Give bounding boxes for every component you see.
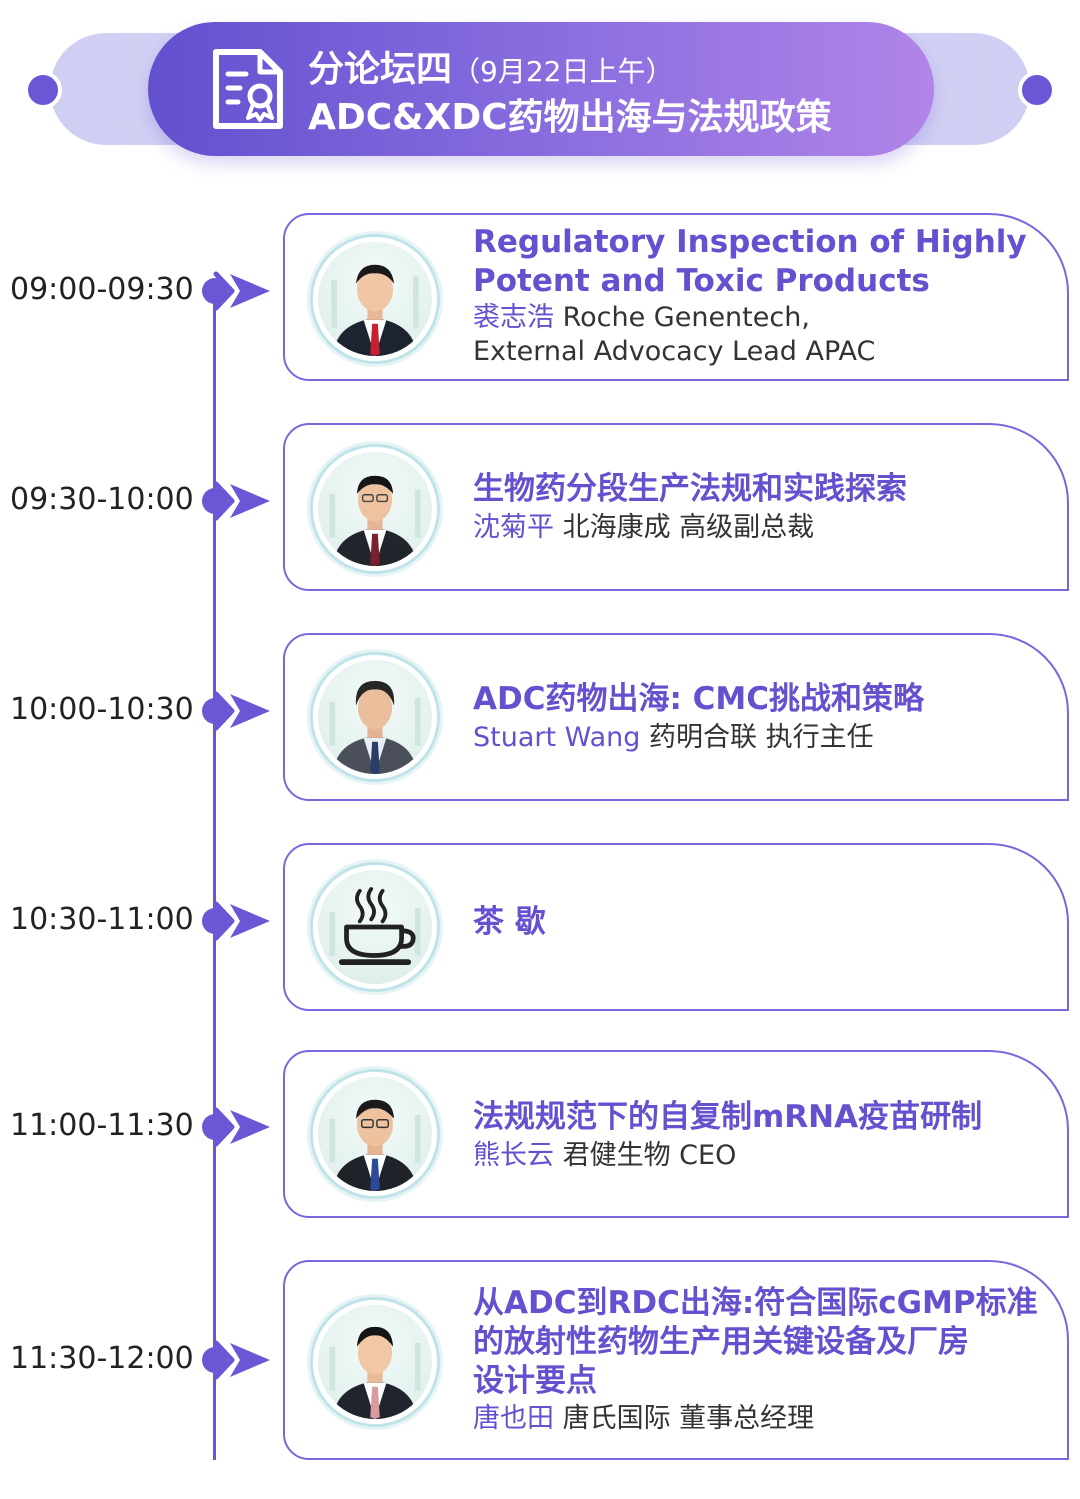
forum-title: 分论坛四（9月22日上午） bbox=[308, 48, 673, 94]
speaker-role: External Advocacy Lead APAC bbox=[473, 336, 876, 367]
coffee-cup-icon bbox=[329, 887, 421, 965]
chevron-arrow-icon bbox=[213, 901, 270, 941]
speaker-photo bbox=[331, 264, 419, 356]
timeline-line bbox=[213, 290, 216, 1460]
speaker-name: 沈菊平 bbox=[473, 512, 554, 543]
speaker-info: 裘志浩 Roche Genentech, External Advocacy L… bbox=[473, 301, 1049, 369]
banner-left-dot bbox=[24, 71, 62, 109]
session-time: 10:30-11:00 bbox=[10, 902, 194, 937]
talk-title-line: 从ADC到RDC出海:符合国际cGMP标准 bbox=[473, 1285, 1038, 1321]
chevron-arrow-icon bbox=[213, 1107, 270, 1147]
talk-title: 茶 歇 bbox=[473, 904, 546, 940]
chevron-arrow-icon bbox=[213, 691, 270, 731]
speaker-avatar bbox=[313, 1300, 437, 1424]
session-card: Regulatory Inspection of Highly Potent a… bbox=[283, 213, 1069, 381]
session-time: 11:00-11:30 bbox=[10, 1108, 194, 1143]
talk-title-line: Potent and Toxic Products bbox=[473, 263, 930, 299]
talk-title-line: 的放射性药物生产用关键设备及厂房 bbox=[473, 1324, 969, 1360]
speaker-name: 唐也田 bbox=[473, 1403, 554, 1434]
talk-title: 从ADC到RDC出海:符合国际cGMP标准 的放射性药物生产用关键设备及厂房 设… bbox=[473, 1284, 1049, 1401]
speaker-org: 北海康成 高级副总裁 bbox=[554, 512, 815, 543]
session-time: 09:30-10:00 bbox=[10, 482, 194, 517]
forum-name: 分论坛四 bbox=[308, 49, 453, 90]
speaker-avatar bbox=[313, 447, 437, 571]
break-avatar bbox=[313, 865, 437, 989]
speaker-org: Roche Genentech, bbox=[554, 302, 810, 333]
forum-subtitle: ADC&XDC药物出海与法规政策 bbox=[308, 97, 832, 138]
session-card: 茶 歇 bbox=[283, 843, 1069, 1011]
speaker-name: Stuart Wang bbox=[473, 722, 641, 753]
talk-title: 生物药分段生产法规和实践探索 bbox=[473, 471, 907, 507]
chevron-arrow-icon bbox=[213, 271, 270, 311]
speaker-avatar bbox=[313, 1072, 437, 1196]
speaker-info: 唐也田 唐氏国际 董事总经理 bbox=[473, 1402, 1049, 1436]
speaker-info: Stuart Wang 药明合联 执行主任 bbox=[473, 721, 1049, 755]
session-time: 11:30-12:00 bbox=[10, 1341, 194, 1376]
speaker-name: 熊长云 bbox=[473, 1140, 554, 1171]
speaker-photo bbox=[329, 475, 421, 566]
speaker-name: 裘志浩 bbox=[473, 302, 554, 333]
session-card: 生物药分段生产法规和实践探索 沈菊平 北海康成 高级副总裁 bbox=[283, 423, 1069, 591]
talk-title-line: 设计要点 bbox=[473, 1363, 597, 1399]
speaker-org: 唐氏国际 董事总经理 bbox=[554, 1403, 815, 1434]
speaker-photo bbox=[329, 1326, 421, 1419]
session-time: 10:00-10:30 bbox=[10, 692, 194, 727]
chevron-arrow-icon bbox=[213, 481, 270, 521]
session-card: 法规规范下的自复制mRNA疫苗研制 熊长云 君健生物 CEO bbox=[283, 1050, 1069, 1218]
speaker-photo bbox=[329, 680, 421, 774]
speaker-avatar bbox=[313, 237, 437, 361]
speaker-info: 熊长云 君健生物 CEO bbox=[473, 1139, 1049, 1173]
talk-title: Regulatory Inspection of Highly Potent a… bbox=[473, 223, 1049, 301]
forum-date: （9月22日上午） bbox=[452, 55, 674, 88]
session-time: 09:00-09:30 bbox=[10, 272, 194, 307]
speaker-avatar bbox=[313, 655, 437, 779]
talk-title: 法规规范下的自复制mRNA疫苗研制 bbox=[473, 1099, 983, 1135]
header-banner: 分论坛四（9月22日上午） ADC&XDC药物出海与法规政策 bbox=[148, 22, 934, 156]
certificate-document-icon bbox=[213, 49, 283, 129]
talk-title: ADC药物出海: CMC挑战和策略 bbox=[473, 681, 925, 717]
talk-title-line: Regulatory Inspection of Highly bbox=[473, 224, 1027, 260]
speaker-info: 沈菊平 北海康成 高级副总裁 bbox=[473, 511, 1049, 545]
speaker-org: 君健生物 CEO bbox=[554, 1140, 737, 1171]
session-card: 从ADC到RDC出海:符合国际cGMP标准 的放射性药物生产用关键设备及厂房 设… bbox=[283, 1260, 1069, 1460]
speaker-org: 药明合联 执行主任 bbox=[640, 722, 874, 753]
session-card: ADC药物出海: CMC挑战和策略 Stuart Wang 药明合联 执行主任 bbox=[283, 633, 1069, 801]
speaker-photo bbox=[329, 1099, 421, 1191]
chevron-arrow-icon bbox=[213, 1340, 270, 1380]
banner-right-dot bbox=[1018, 71, 1056, 109]
